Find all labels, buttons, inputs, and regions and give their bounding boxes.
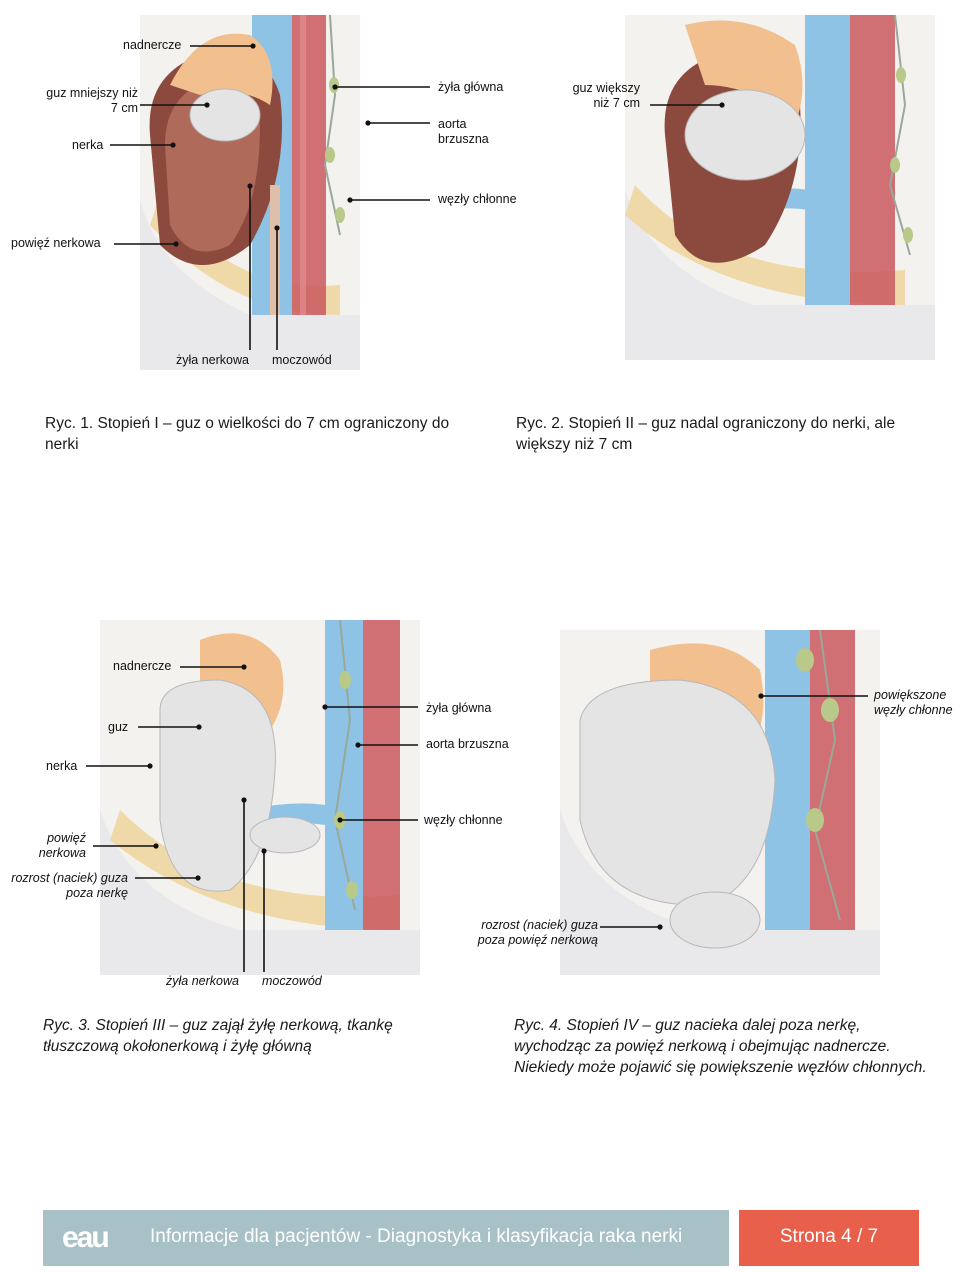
eau-logo-mark: eau — [62, 1220, 120, 1254]
caption-figure-2-prefix: Ryc. 2. Stopień II — [516, 415, 634, 432]
leader-lines-bottom — [0, 620, 960, 1000]
page-number: Strona 4 / 7 — [739, 1226, 919, 1248]
leader-lines-top — [0, 0, 960, 380]
caption-figure-2: Ryc. 2. Stopień II – guz nadal ograniczo… — [516, 413, 936, 455]
footer-title: Informacje dla pacjentów - Diagnostyka i… — [150, 1226, 682, 1248]
eau-logo-text: eau — [62, 1221, 108, 1254]
caption-figure-1-prefix: Ryc. 1. Stopień I — [45, 415, 159, 432]
caption-figure-1: Ryc. 1. Stopień I – guz o wielkości do 7… — [45, 413, 465, 455]
caption-figure-3: Ryc. 3. Stopień III – guz zajął żyłę ner… — [43, 1015, 443, 1057]
eau-logo: eau — [62, 1220, 120, 1254]
caption-figure-4: Ryc. 4. Stopień IV – guz nacieka dalej p… — [514, 1015, 934, 1078]
